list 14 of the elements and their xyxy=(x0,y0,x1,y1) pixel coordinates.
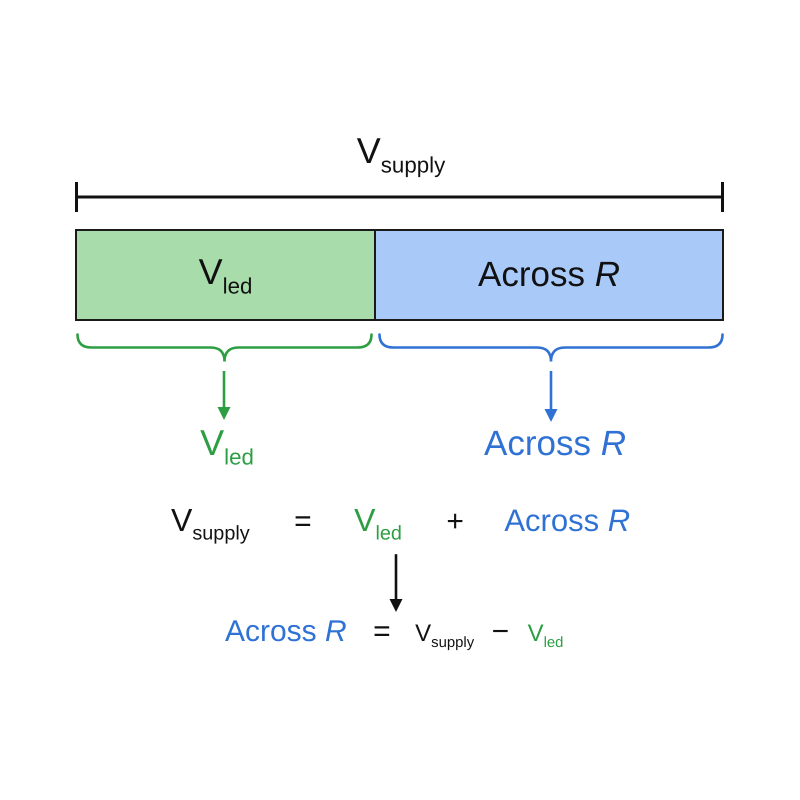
dimension-label: V$_{supply}$ xyxy=(356,131,446,177)
equation: Across R = V$_{supply}$ − V$_{led}$ xyxy=(225,615,564,652)
segment-label: Across R xyxy=(478,256,620,294)
curly-brace xyxy=(76,333,373,363)
value-label: V$_{led}$ xyxy=(200,423,254,469)
segment-bar xyxy=(75,229,376,321)
arrow xyxy=(390,554,402,612)
equation: V$_{supply}$ = V$_{led}$ + Across R xyxy=(171,503,630,544)
segment-bar xyxy=(374,229,724,321)
arrow xyxy=(218,371,230,420)
curly-brace xyxy=(378,333,724,363)
arrow xyxy=(544,371,558,422)
segment-label: V$_{led}$ xyxy=(198,252,252,298)
value-label: Across R xyxy=(484,425,626,464)
